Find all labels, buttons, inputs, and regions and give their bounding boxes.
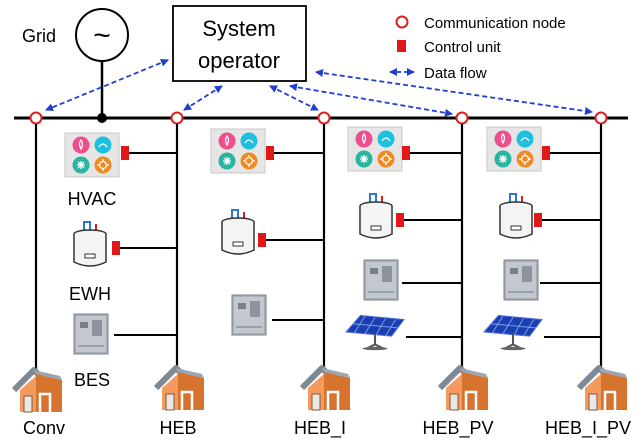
water-heater-icon — [73, 221, 107, 267]
hvac-icon — [486, 126, 542, 172]
node-heb — [170, 111, 184, 125]
hvac-icon — [64, 132, 120, 178]
legend-control-icon — [397, 40, 406, 52]
control-unit — [396, 213, 404, 227]
operator-line1: System — [202, 16, 275, 41]
control-unit — [542, 146, 550, 160]
solar-panel-icon — [483, 314, 543, 351]
node-conv — [29, 111, 43, 125]
node-heb-i-pv — [594, 111, 608, 125]
control-unit — [258, 233, 266, 247]
home-label-heb-i-pv: HEB_I_PV — [545, 418, 631, 439]
battery-icon — [73, 313, 109, 355]
house-icon — [440, 368, 488, 410]
water-heater-icon — [359, 193, 393, 239]
hvac-icon — [347, 126, 403, 172]
control-unit — [534, 213, 542, 227]
ewh-label: EWH — [69, 284, 111, 304]
solar-panel-icon — [345, 314, 405, 351]
legend-control-label: Control unit — [424, 39, 502, 56]
home-label-conv: Conv — [23, 418, 65, 438]
branches — [114, 152, 601, 338]
operator-line2: operator — [198, 48, 280, 73]
node-heb-pv — [455, 111, 469, 125]
flow-to-conv — [45, 58, 169, 112]
legend-node-icon — [395, 15, 409, 29]
home-label-heb: HEB — [159, 418, 196, 438]
communication-nodes — [29, 111, 608, 125]
node-heb-i — [317, 111, 331, 125]
ac-symbol: ~ — [93, 19, 111, 52]
control-unit — [112, 241, 120, 255]
system-operator-box — [172, 5, 307, 82]
home-label-heb-i: HEB_I — [294, 418, 346, 439]
battery-icon — [231, 294, 267, 336]
grid-label: Grid — [22, 26, 56, 46]
flow-to-heb-i — [269, 85, 319, 111]
flow-to-heb — [183, 85, 223, 111]
control-unit — [266, 146, 274, 160]
house-icon — [579, 368, 627, 410]
data-flows — [45, 58, 593, 117]
control-unit — [121, 146, 129, 160]
hvac-label: HVAC — [68, 189, 117, 209]
house-icon — [302, 368, 350, 410]
home-label-heb-pv: HEB_PV — [422, 418, 493, 439]
house-icon — [156, 368, 204, 410]
flow-to-heb-i-pv — [315, 69, 593, 115]
legend-flow-label: Data flow — [424, 65, 487, 82]
control-units — [112, 146, 550, 255]
battery-icon — [503, 259, 539, 301]
flow-to-heb-pv — [289, 83, 453, 117]
water-heater-icon — [221, 209, 255, 255]
grid-junction — [97, 113, 107, 123]
legend-node-label: Communication node — [424, 15, 566, 32]
control-unit — [402, 146, 410, 160]
bes-label: BES — [74, 370, 110, 390]
water-heater-icon — [499, 193, 533, 239]
house-icon — [14, 370, 62, 412]
hvac-icon — [210, 128, 266, 174]
battery-icon — [363, 259, 399, 301]
